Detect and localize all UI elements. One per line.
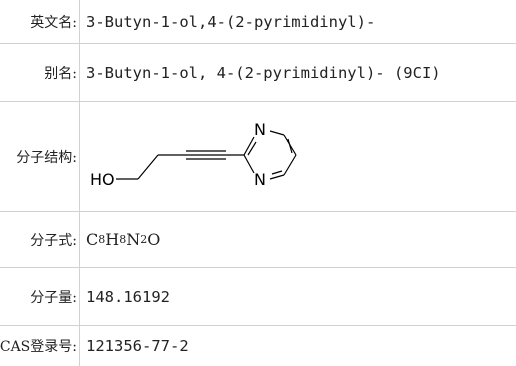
formula-count: 8 xyxy=(119,233,127,246)
nitrogen-bottom-label: N xyxy=(254,170,266,189)
nitrogen-top-label: N xyxy=(254,120,266,139)
formula-element: O xyxy=(147,230,161,249)
formula-element: C xyxy=(86,230,99,249)
formula-count: 8 xyxy=(98,233,106,246)
hydroxyl-label: HO xyxy=(90,170,115,189)
alias-label: 别名: xyxy=(0,44,80,101)
structure-label: 分子结构: xyxy=(0,102,80,211)
formula-element: H xyxy=(105,230,120,249)
cas-row: CAS登录号: 121356-77-2 xyxy=(0,326,516,366)
weight-row: 分子量: 148.16192 xyxy=(0,268,516,326)
english-name-row: 英文名: 3-Butyn-1-ol,4-(2-pyrimidinyl)- xyxy=(0,0,516,44)
alias-row: 别名: 3-Butyn-1-ol, 4-(2-pyrimidinyl)- (9C… xyxy=(0,44,516,102)
english-name-label: 英文名: xyxy=(0,0,80,43)
formula-label: 分子式: xyxy=(0,212,80,267)
cas-value: 121356-77-2 xyxy=(86,337,189,355)
structure-row: 分子结构: xyxy=(0,102,516,212)
cas-label: CAS登录号: xyxy=(0,326,80,366)
structure-cell: HO N N xyxy=(86,102,516,211)
weight-label: 分子量: xyxy=(0,268,80,325)
formula-count: 2 xyxy=(140,233,148,246)
weight-value: 148.16192 xyxy=(86,287,170,306)
english-name-value: 3-Butyn-1-ol,4-(2-pyrimidinyl)- xyxy=(86,12,376,31)
alias-value: 3-Butyn-1-ol, 4-(2-pyrimidinyl)- (9CI) xyxy=(86,63,441,82)
formula-element: N xyxy=(126,230,141,249)
molecule-structure-image: HO N N xyxy=(90,120,297,189)
